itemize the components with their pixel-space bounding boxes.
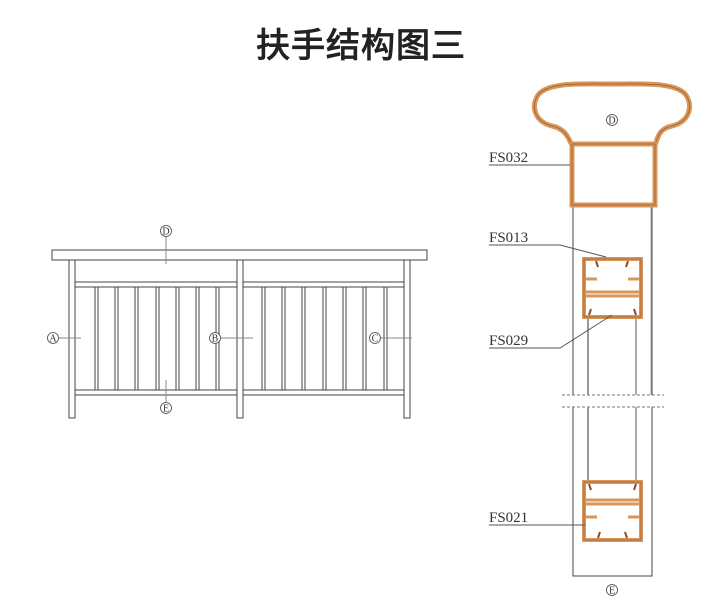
marker-d: D bbox=[160, 225, 172, 238]
post-a bbox=[68, 259, 76, 419]
baluster bbox=[362, 286, 367, 391]
top-rail bbox=[51, 249, 428, 261]
railing-section: FS032 FS013 FS029 FS021 D E bbox=[489, 81, 692, 597]
label-fs032: FS032 bbox=[489, 150, 528, 166]
label-fs029: FS029 bbox=[489, 333, 528, 349]
column-outline bbox=[572, 205, 653, 577]
svg-text:D: D bbox=[162, 227, 169, 238]
section-marker-e: E bbox=[606, 584, 618, 597]
railing-elevation bbox=[51, 237, 428, 419]
baluster bbox=[195, 286, 200, 391]
bottom-rail bbox=[242, 389, 405, 396]
svg-text:B: B bbox=[212, 334, 219, 345]
svg-text:E: E bbox=[609, 586, 615, 597]
baluster bbox=[281, 286, 286, 391]
fs021-profile bbox=[582, 480, 643, 542]
baluster bbox=[155, 286, 160, 391]
baluster bbox=[94, 286, 99, 391]
diagram-title: 扶手结构图三 bbox=[256, 26, 466, 66]
middle-rail bbox=[242, 281, 405, 288]
baluster bbox=[261, 286, 266, 391]
fs032-profile bbox=[569, 141, 658, 208]
label-fs013: FS013 bbox=[489, 230, 528, 246]
baluster bbox=[322, 286, 327, 391]
marker-e: E bbox=[160, 402, 172, 415]
section-marker-d: D bbox=[606, 114, 618, 127]
svg-text:D: D bbox=[608, 116, 615, 127]
marker-a: A bbox=[47, 332, 59, 345]
post-c bbox=[403, 259, 411, 419]
marker-c: C bbox=[369, 332, 381, 345]
post-b bbox=[236, 259, 244, 419]
fs013-fs029-profile bbox=[582, 257, 643, 319]
baluster bbox=[301, 286, 306, 391]
baluster bbox=[342, 286, 347, 391]
middle-rail bbox=[74, 281, 238, 288]
svg-text:C: C bbox=[372, 334, 379, 345]
baluster bbox=[114, 286, 119, 391]
bottom-rail bbox=[74, 389, 238, 396]
svg-text:A: A bbox=[49, 334, 57, 345]
svg-text:E: E bbox=[163, 404, 169, 415]
label-fs021: FS021 bbox=[489, 510, 528, 526]
marker-b: B bbox=[209, 332, 221, 345]
baluster bbox=[134, 286, 139, 391]
baluster bbox=[175, 286, 180, 391]
